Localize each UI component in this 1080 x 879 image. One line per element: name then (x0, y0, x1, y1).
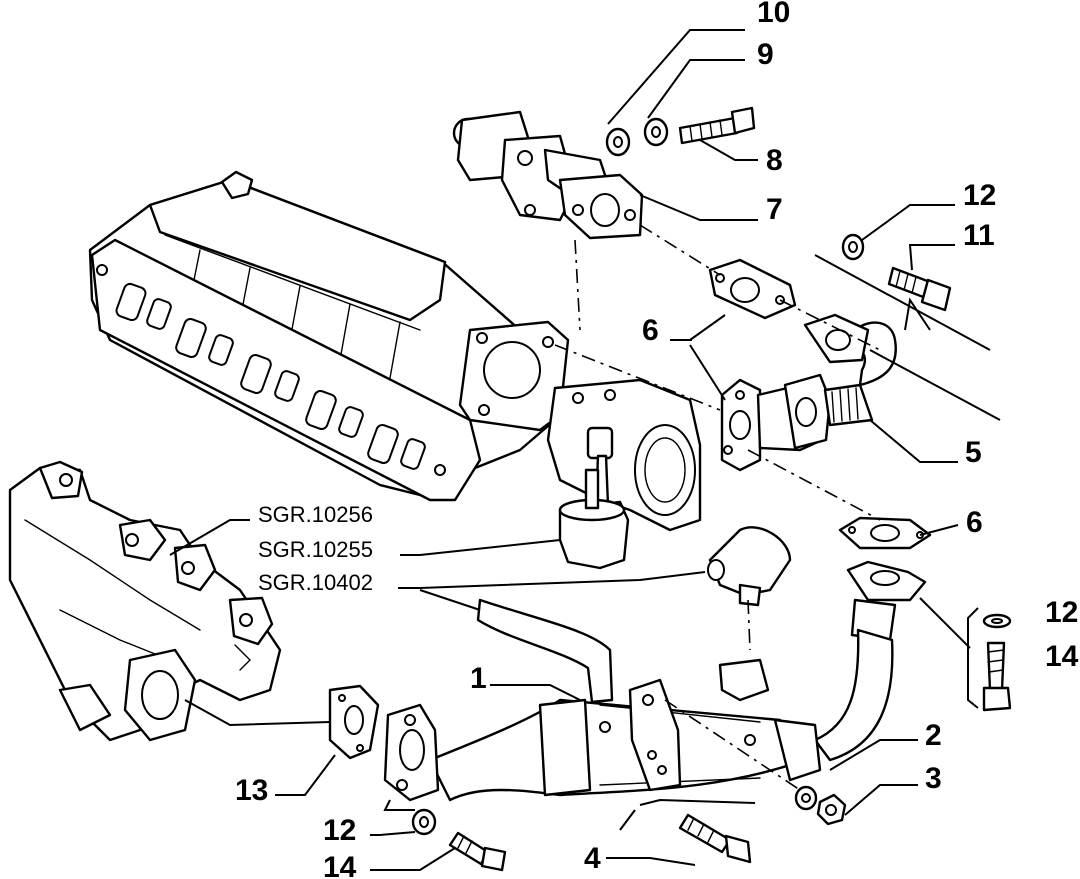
gasket-6-lower (838, 516, 932, 550)
callout-11: 11 (963, 219, 995, 252)
washer-2 (794, 785, 818, 811)
bolt-14-right (982, 641, 1012, 712)
nut-3 (816, 793, 847, 826)
callout-12-lower-left: 12 (323, 814, 356, 847)
callout-12-right: 12 (1045, 596, 1078, 629)
callout-1: 1 (470, 662, 487, 695)
reference-sgr-10402: SGR.10402 (258, 570, 373, 595)
callout-2: 2 (925, 719, 942, 752)
intake-manifold (88, 170, 570, 502)
bolt-8 (678, 106, 756, 145)
hose-sgr-10402 (476, 526, 792, 704)
reference-labels: SGR.10256 SGR.10255 SGR.10402 (258, 502, 373, 595)
egr-cooler-pipe-1 (383, 560, 927, 802)
egr-actuator-valve (558, 468, 630, 570)
callout-6-upper: 6 (642, 314, 659, 347)
reference-sgr-10256: SGR.10256 (258, 502, 373, 527)
bolt-14-lower-left (448, 831, 507, 872)
engine-block-edge (814, 254, 1001, 421)
washer-10 (605, 127, 631, 157)
exhaust-manifold (8, 460, 282, 742)
callout-9: 9 (757, 38, 774, 71)
washer-12-right (982, 613, 1012, 629)
leader-lines (169, 29, 979, 871)
bolt-4 (678, 813, 752, 864)
callout-10: 10 (757, 0, 790, 29)
bolt-11 (887, 266, 952, 312)
egr-pipe-5 (720, 313, 897, 472)
gasket-13 (328, 684, 380, 760)
callout-3: 3 (925, 762, 942, 795)
callout-4: 4 (584, 842, 601, 875)
callout-14-lower-left: 14 (323, 851, 357, 879)
callout-5: 5 (965, 436, 982, 469)
callout-14-right: 14 (1045, 640, 1079, 673)
egr-valve-assembly (452, 110, 644, 240)
callout-12-upper: 12 (963, 179, 996, 212)
callout-6-lower: 6 (966, 506, 983, 539)
egr-fasteners (605, 106, 756, 157)
gasket-6-upper (708, 258, 797, 320)
callout-13: 13 (235, 774, 268, 807)
assembly-axis-lines (554, 224, 881, 791)
washer-12-upper (841, 233, 865, 261)
washer-9 (643, 117, 669, 147)
washer-12-lower-left (411, 808, 437, 836)
callout-numbers: 10 9 8 7 12 11 6 5 6 12 14 1 2 3 4 13 12… (235, 0, 1079, 879)
reference-sgr-10255: SGR.10255 (258, 537, 373, 562)
callout-8: 8 (766, 144, 783, 177)
callout-7: 7 (766, 193, 783, 226)
